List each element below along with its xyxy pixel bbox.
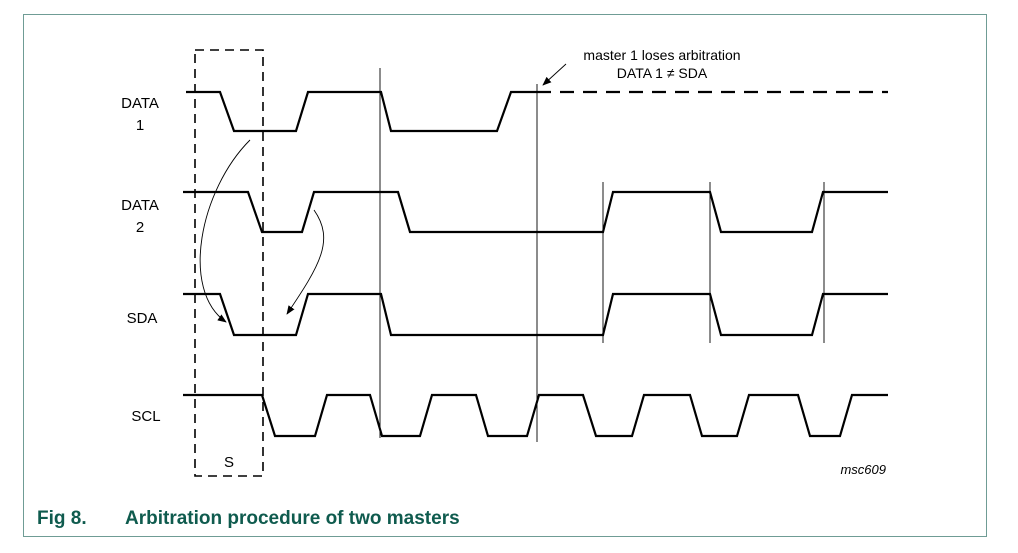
sda-label: SDA	[127, 310, 158, 327]
arrow-annotation	[542, 63, 567, 86]
data1-label-line2: 1	[136, 117, 144, 134]
figure-caption: Fig 8. Arbitration procedure of two maste…	[37, 508, 460, 530]
annotation-line1: master 1 loses arbitration	[583, 47, 740, 63]
arrow-data2-to-sda	[286, 209, 325, 315]
caption-title: Arbitration procedure of two masters	[125, 508, 460, 529]
caption-number: Fig 8.	[37, 508, 87, 529]
scl-waveform	[183, 393, 888, 438]
data1-waveform	[186, 90, 537, 133]
figure-frame	[23, 14, 987, 537]
figure-code: msc609	[840, 462, 886, 477]
data2-waveform	[183, 190, 888, 234]
data2-label-line1: DATA	[121, 197, 159, 214]
sda-waveform	[183, 292, 888, 337]
data2-label-line2: 2	[136, 219, 144, 236]
data1-label-line1: DATA	[121, 95, 159, 112]
scl-label: SCL	[131, 408, 160, 425]
arrow-data1-to-sda	[199, 139, 251, 323]
start-label: S	[224, 454, 234, 471]
start-condition-box	[194, 49, 264, 477]
annotation-line2: DATA 1 ≠ SDA	[617, 65, 708, 81]
